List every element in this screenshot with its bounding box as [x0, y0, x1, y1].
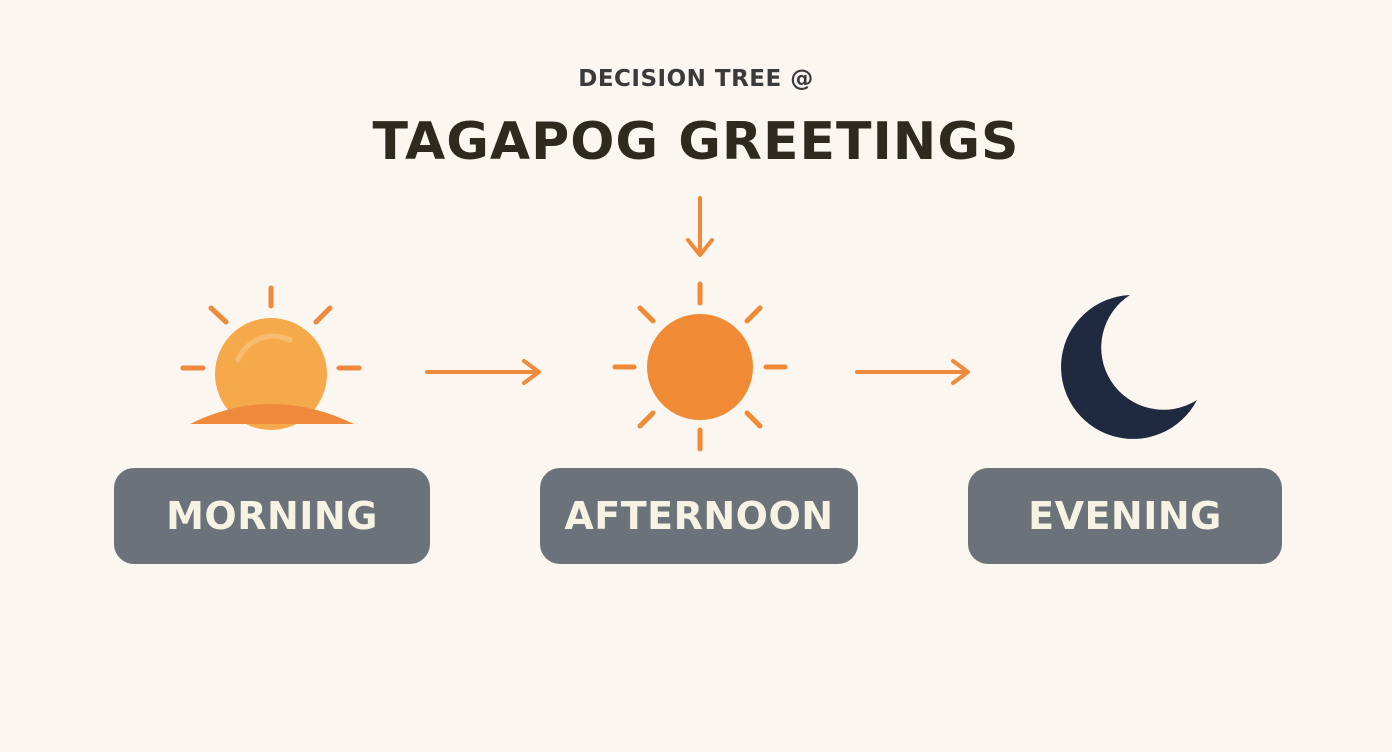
sunrise-icon — [180, 285, 362, 430]
right-arrow-1 — [425, 359, 541, 385]
afternoon-label-box: AFTERNOON — [540, 468, 858, 564]
right-arrow-2 — [855, 359, 970, 385]
diagram-title: TAGAPOG GREETINGS — [372, 112, 1020, 172]
afternoon-label: AFTERNOON — [564, 494, 834, 538]
morning-label-box: MORNING — [114, 468, 430, 564]
sun-icon — [612, 281, 788, 452]
evening-label: EVENING — [1028, 494, 1222, 538]
evening-label-box: EVENING — [968, 468, 1282, 564]
morning-label: MORNING — [166, 494, 378, 538]
diagram-subtitle: DECISION TREE @ — [578, 66, 814, 92]
moon-icon — [1061, 295, 1197, 439]
down-arrow — [686, 196, 714, 257]
